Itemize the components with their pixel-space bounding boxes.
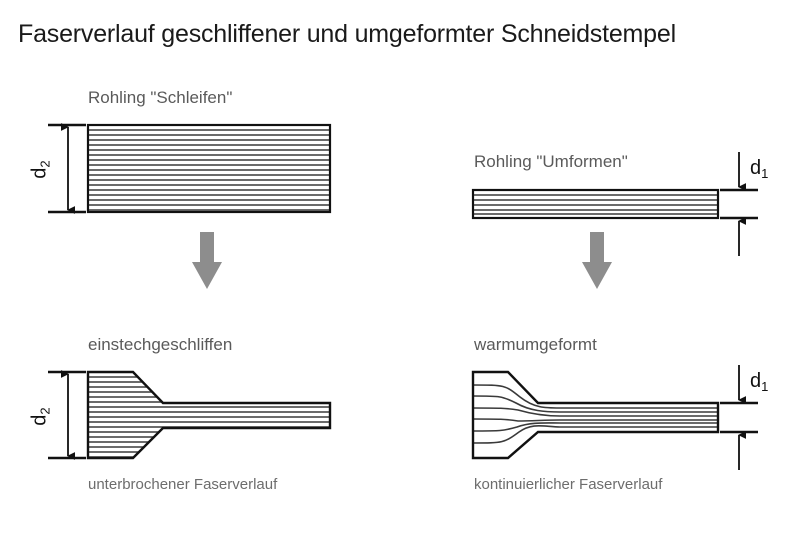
dim-sub: 2 xyxy=(37,160,53,168)
page-title: Faserverlauf geschliffener und umgeformt… xyxy=(18,20,676,48)
label-einstechgeschliffen: einstechgeschliffen xyxy=(88,335,233,354)
top-left-fiber-lines xyxy=(88,129,330,211)
process-arrow-grinding xyxy=(192,232,222,289)
top-right-blank-group xyxy=(471,188,720,220)
dim-base: d xyxy=(28,414,51,426)
bottom-right-punch-group xyxy=(471,370,720,460)
dim-base: d xyxy=(28,167,51,179)
top-right-blank-outline xyxy=(471,188,720,220)
bottom-left-fiber-lines xyxy=(88,376,330,458)
dimension-label-d2-top: d2 xyxy=(28,156,53,184)
dim-base: d xyxy=(750,157,762,179)
caption-kontinuierlicher-faserverlauf: kontinuierlicher Faserverlauf xyxy=(474,476,663,493)
dimension-label-d2-bottom: d2 xyxy=(28,403,53,431)
dim-sub: 2 xyxy=(37,407,53,415)
bottom-left-punch-outline xyxy=(86,370,332,460)
bottom-left-dimension-d2 xyxy=(48,370,86,460)
dimension-label-d1-bottom: d1 xyxy=(750,370,769,394)
bottom-right-punch-outline xyxy=(471,370,720,460)
top-left-dimension-d2 xyxy=(48,123,86,214)
bottom-right-fiber-lines xyxy=(473,384,718,444)
dim-sub: 1 xyxy=(761,379,769,394)
dim-sub: 1 xyxy=(761,166,769,181)
dimension-label-d1-top: d1 xyxy=(750,157,769,181)
label-rohling-umformen: Rohling "Umformen" xyxy=(474,152,628,171)
caption-unterbrochener-faserverlauf: unterbrochener Faserverlauf xyxy=(88,476,278,493)
top-right-dimension-d1 xyxy=(720,152,758,256)
label-rohling-schleifen: Rohling "Schleifen" xyxy=(88,88,233,107)
top-right-fiber-lines xyxy=(473,194,718,215)
top-left-blank-group xyxy=(86,123,332,214)
process-arrow-forming xyxy=(582,232,612,289)
bottom-left-punch-group xyxy=(86,370,332,460)
top-left-blank-outline xyxy=(86,123,332,214)
label-warmumgeformt: warmumgeformt xyxy=(474,335,597,354)
bottom-right-dimension-d1 xyxy=(720,365,758,470)
dim-base: d xyxy=(750,370,762,392)
